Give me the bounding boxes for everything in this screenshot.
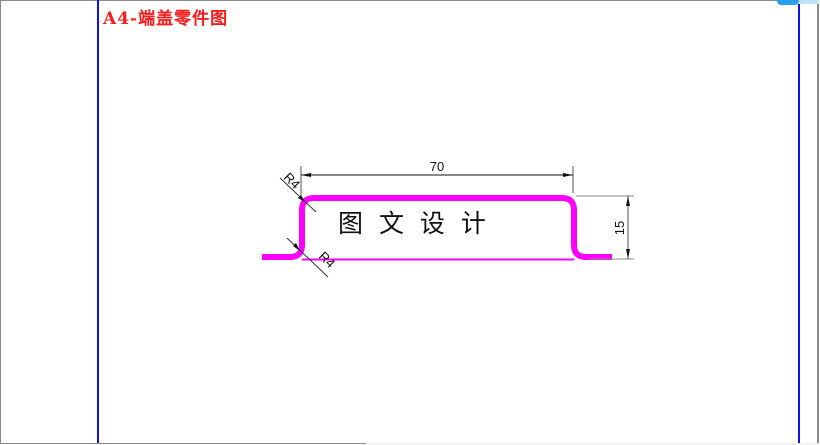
sheet-border-left — [97, 0, 99, 443]
scroll-handle[interactable] — [777, 0, 799, 5]
viewport-bottom-edge — [366, 443, 820, 445]
dimension-height: 15 — [576, 195, 634, 260]
dimension-width: 70 — [300, 159, 574, 197]
sheet-title: A4-端盖零件图 — [103, 9, 229, 29]
sheet-border-right — [798, 4, 800, 443]
dimension-width-label: 70 — [430, 159, 444, 174]
part-label: 图 文 设 计 — [338, 209, 490, 238]
scroll-track[interactable] — [799, 0, 819, 4]
viewport-right-edge — [817, 4, 819, 444]
dimension-height-label: 15 — [612, 221, 627, 235]
radius-bottom-label: R4 — [316, 249, 338, 271]
radius-top-label: R4 — [281, 170, 303, 192]
